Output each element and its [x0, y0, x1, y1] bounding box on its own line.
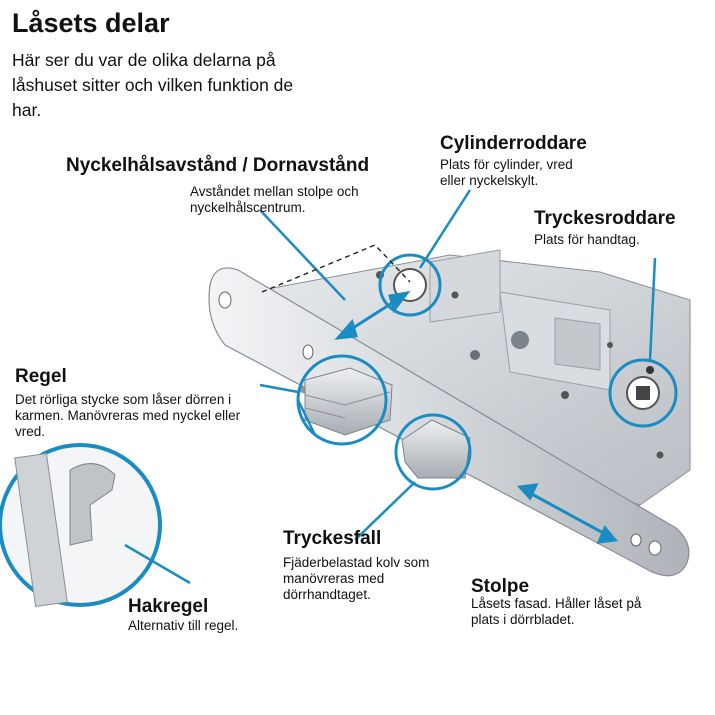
regel-desc: Det rörliga stycke som låser dörren i ka…: [15, 392, 241, 439]
stolpe-desc: Låsets fasad. Håller låset på plats i dö…: [471, 596, 642, 627]
hakregel-desc: Alternativ till regel.: [128, 618, 239, 633]
dimension-dashed-line: [261, 244, 411, 293]
tryckes-desc: Plats för handtag.: [534, 232, 640, 247]
cylinder-desc: Plats för cylinder, vred eller nyckelsky…: [440, 157, 573, 188]
tryckes-label: Tryckesroddare: [534, 208, 676, 229]
regel-bolt: [304, 367, 393, 436]
hakregel-label: Hakregel: [128, 596, 209, 617]
dimension-arrows: [334, 290, 618, 544]
intro-text: Här ser du var de olika delarna på låshu…: [12, 50, 294, 120]
nyckel-label: Nyckelhålsavstånd / Dornavstånd: [66, 155, 370, 176]
nyckel-desc: Avståndet mellan stolpe och nyckelhålsce…: [190, 184, 359, 215]
cylinder-label: Cylinderroddare: [440, 133, 587, 154]
hakregel-inset: [0, 443, 162, 608]
page-title: Låsets delar: [12, 8, 170, 38]
tryckesfall-callout: [394, 413, 472, 491]
stolpe-label: Stolpe: [471, 576, 530, 597]
tryckesfall-label: Tryckesfall: [283, 528, 382, 549]
tryckesfall-desc: Fjäderbelastad kolv som manövreras med d…: [283, 555, 430, 602]
regel-label: Regel: [15, 366, 67, 387]
tryckes-callout: [608, 358, 678, 428]
leader-lines: [124, 189, 657, 585]
tryckesfall-latch: [401, 419, 471, 479]
cylinder-callout: [378, 253, 442, 317]
stolpe-faceplate: [208, 267, 690, 577]
